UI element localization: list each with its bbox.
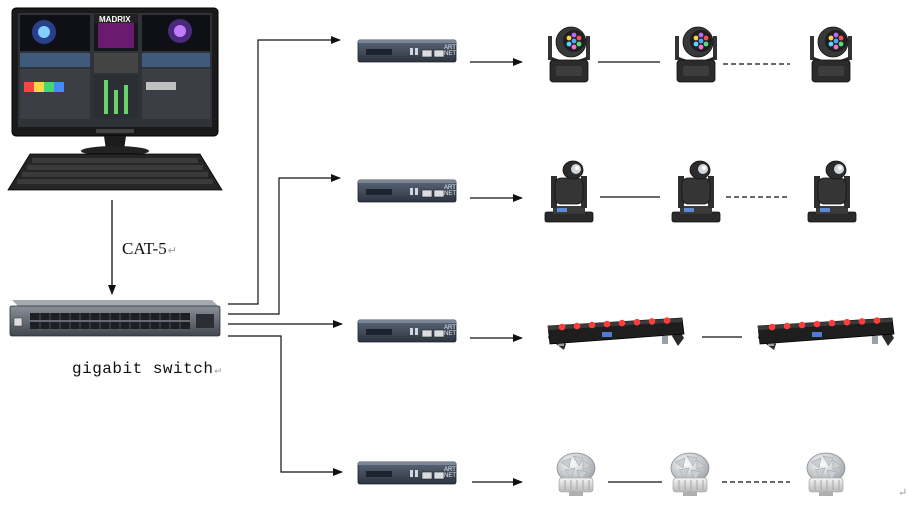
led-crystal-ball-icon: [556, 452, 596, 497]
cable-label: CAT-5↵: [122, 239, 177, 258]
led-bar-icon: [547, 316, 685, 351]
led-crystal-ball-icon: [806, 452, 846, 497]
network-switch-icon: [9, 300, 221, 337]
artnet-controller-icon: [357, 319, 457, 343]
screen-brand: MADRIX: [99, 15, 131, 24]
led-bar-icon: [757, 316, 895, 351]
led-moving-head-wash-icon: [547, 26, 591, 83]
led-crystal-ball-icon: [670, 452, 710, 497]
artnet-controller-icon: [357, 39, 457, 63]
moving-head-spot-icon: [544, 160, 594, 223]
dmx-output-arrows: [470, 58, 523, 486]
led-moving-head-wash-icon: [809, 26, 853, 83]
paragraph-mark: ↵: [898, 487, 908, 499]
switch-label: gigabit switch↵: [72, 360, 222, 378]
madrix-workstation-icon: MADRIX: [7, 7, 223, 191]
artnet-controller-icon: [357, 179, 457, 203]
artnet-controller-icon: [357, 461, 457, 485]
moving-head-spot-icon: [807, 160, 857, 223]
switch-uplinks: [228, 36, 343, 476]
led-moving-head-wash-icon: [674, 26, 718, 83]
moving-head-spot-icon: [671, 160, 721, 223]
